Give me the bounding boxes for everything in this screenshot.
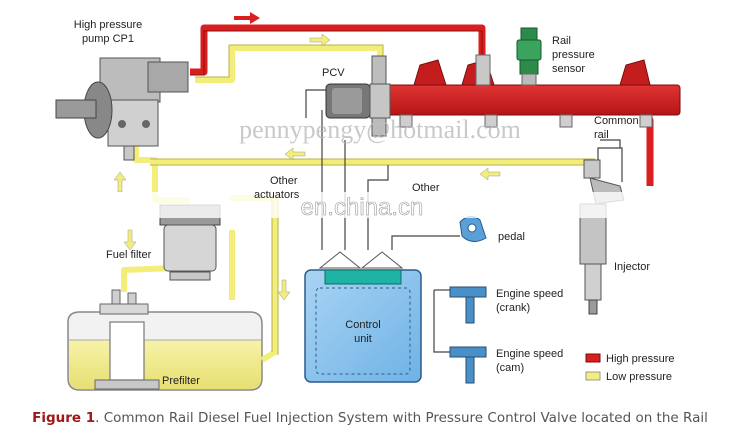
label-sensor-line3: sensor bbox=[552, 63, 585, 75]
label-rail-line1: Common bbox=[594, 115, 639, 127]
watermark-email: pennypengy@hotmail.com bbox=[239, 115, 521, 144]
signal-wires bbox=[321, 110, 621, 353]
label-pump-line2: pump CP1 bbox=[82, 33, 134, 45]
label-fuel-filter: Fuel filter bbox=[106, 249, 152, 261]
caption-text: . Common Rail Diesel Fuel Injection Syst… bbox=[95, 410, 708, 426]
pcv-valve bbox=[305, 55, 391, 137]
control-unit bbox=[304, 251, 422, 383]
flow-arrows bbox=[113, 12, 501, 301]
label-pump-line1: High pressure bbox=[74, 19, 142, 31]
legend-high-swatch bbox=[585, 353, 601, 363]
label-rail-line2: rail bbox=[594, 129, 609, 141]
label-crank-line1: Engine speed bbox=[496, 288, 563, 300]
pedal-sensor bbox=[459, 216, 487, 242]
label-crank-line2: (crank) bbox=[496, 302, 530, 314]
label-prefilter: Prefilter bbox=[162, 375, 200, 387]
label-cam-line1: Engine speed bbox=[496, 348, 563, 360]
legend-low-label: Low pressure bbox=[606, 371, 672, 383]
rail-pressure-sensor bbox=[516, 27, 542, 86]
legend: High pressure Low pressure bbox=[585, 353, 674, 383]
label-sensor-line2: pressure bbox=[552, 49, 595, 61]
injector bbox=[579, 147, 625, 315]
label-injector: Injector bbox=[614, 261, 650, 273]
label-pedal: pedal bbox=[498, 231, 525, 243]
label-control-unit-line1: Control bbox=[345, 319, 380, 331]
label-other-sensors: Other bbox=[412, 182, 440, 194]
crank-speed-sensor bbox=[449, 286, 487, 324]
figure-caption: Figure 1. Common Rail Diesel Fuel Inject… bbox=[0, 410, 740, 426]
label-sensor-line1: Rail bbox=[552, 35, 571, 47]
common-rail bbox=[387, 54, 681, 128]
label-cam-line2: (cam) bbox=[496, 362, 524, 374]
cam-speed-sensor bbox=[449, 346, 487, 384]
prefilter bbox=[94, 289, 160, 390]
label-pcv: PCV bbox=[322, 67, 345, 79]
caption-figure-number: Figure 1 bbox=[32, 410, 96, 426]
legend-high-label: High pressure bbox=[606, 353, 674, 365]
watermark-site: en.china.cn bbox=[301, 194, 424, 221]
label-control-unit-line2: unit bbox=[354, 333, 372, 345]
high-pressure-pump bbox=[55, 57, 189, 161]
watermark-band bbox=[100, 192, 700, 218]
legend-low-swatch bbox=[585, 371, 601, 381]
label-other-actuators-line2: actuators bbox=[254, 189, 300, 201]
label-other-actuators-line1: Other bbox=[270, 175, 298, 187]
